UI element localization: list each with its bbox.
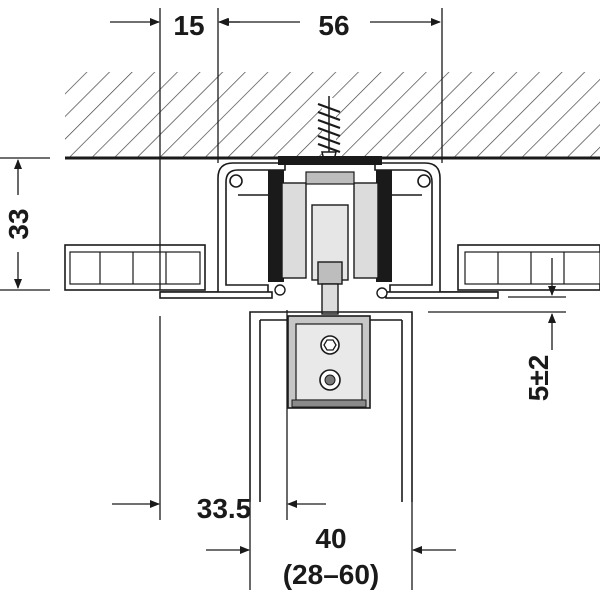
adjust-bolt-icon — [320, 335, 340, 355]
dim-15-label: 15 — [173, 10, 204, 41]
dim-33-5-label: 33.5 — [197, 493, 252, 524]
hanger-bracket — [287, 315, 371, 409]
dim-range-label: (28–60) — [283, 559, 380, 590]
top-rail — [278, 156, 382, 165]
dim-5pm2-label: 5±2 — [523, 355, 554, 402]
dim-33-label: 33 — [3, 208, 34, 239]
carriage — [268, 170, 392, 315]
dimension-lines — [0, 8, 566, 590]
left-panel — [64, 244, 206, 291]
right-panel — [457, 244, 600, 291]
dim-56-label: 56 — [318, 10, 349, 41]
dim-40-label: 40 — [315, 523, 346, 554]
